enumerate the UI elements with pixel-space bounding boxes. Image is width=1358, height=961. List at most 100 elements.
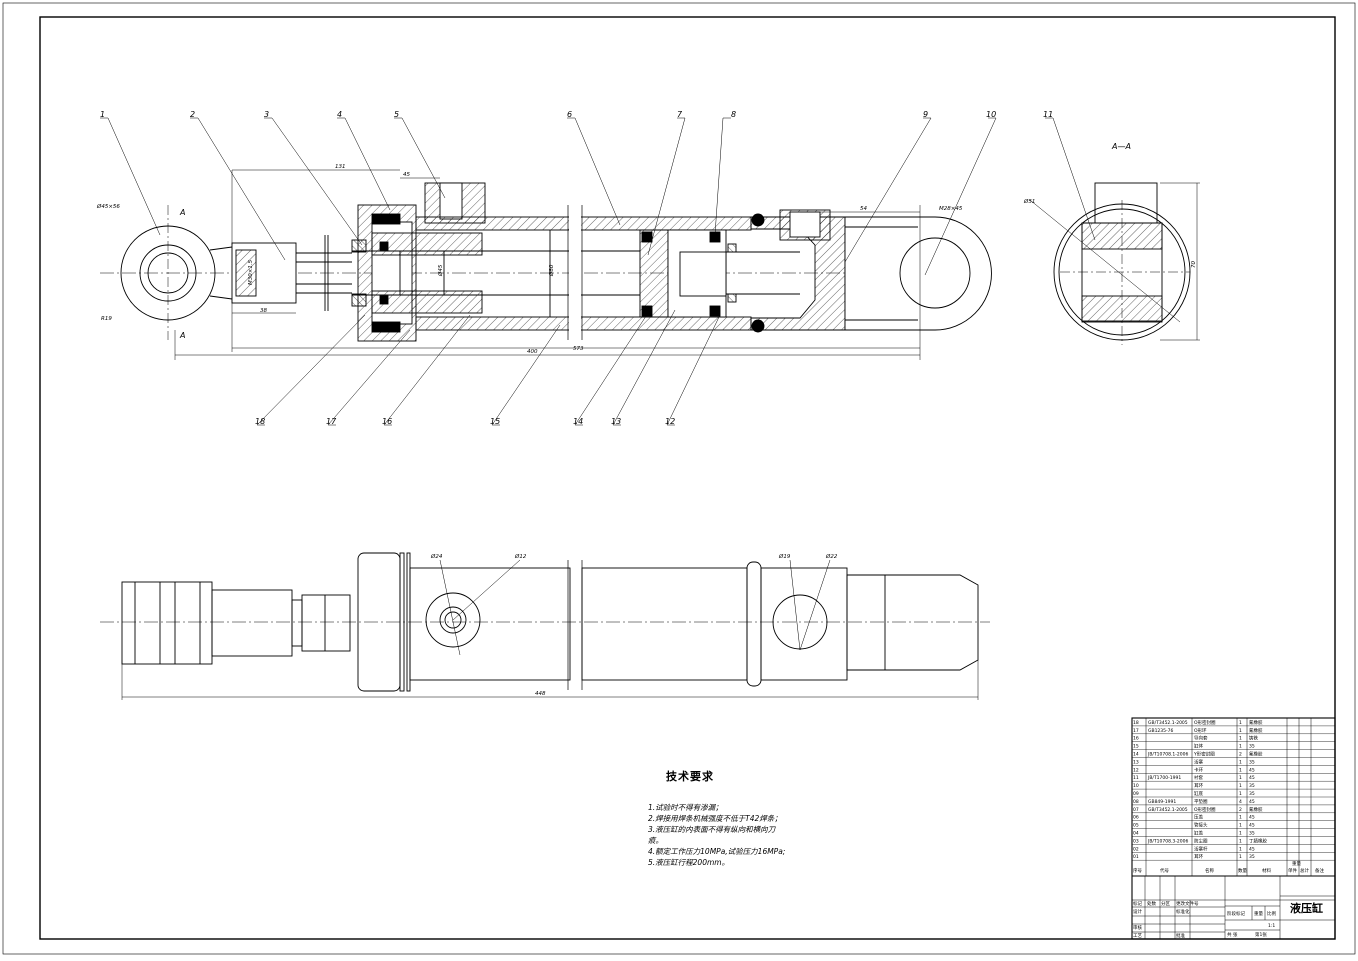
balloon-6: 6 (567, 110, 572, 119)
tb-review: 审核 (1133, 924, 1142, 931)
dim-448: 448 (535, 691, 546, 697)
dim-rod-thread: M30×1.5 (248, 259, 254, 285)
tech-item-1: 1.试验时不得有渗漏； (648, 803, 723, 812)
bom-cell-name: 缸底 (1194, 790, 1203, 797)
dim-38: 38 (260, 308, 267, 314)
main-dimension-texts: Ø45×56 R19 131 45 38 400 573 54 M28×45 Ø… (96, 164, 963, 355)
bom-cell-mat: 35 (1249, 854, 1255, 860)
section-dimensions: Ø51 70 (1023, 198, 1197, 268)
bom-cell-no: 02 (1133, 846, 1139, 852)
bom-cell-qty: 1 (1239, 783, 1242, 789)
tech-item-5: 5.液压缸行程200mm。 (648, 858, 730, 867)
bom-cell-qty: 1 (1239, 791, 1242, 797)
dim-port-22: Ø22 (825, 553, 838, 560)
dim-54: 54 (860, 206, 867, 212)
bom-cell-qty: 1 (1239, 728, 1242, 734)
bom-cell-mat: 丁腈橡胶 (1249, 837, 1267, 844)
bom-cell-no: 05 (1133, 823, 1139, 829)
bom-cell-mat: 45 (1249, 775, 1255, 781)
tb-design: 设计 (1133, 908, 1142, 915)
bom-cell-qty: 1 (1239, 720, 1242, 726)
bom-cell-no: 16 (1133, 736, 1139, 742)
balloon-leaders (100, 117, 1096, 426)
bom-cell-no: 12 (1133, 767, 1139, 773)
title-block (1132, 876, 1335, 939)
main-section-view (100, 182, 992, 342)
bom-cell-qty: 1 (1239, 767, 1242, 773)
bom-cell-no: 06 (1133, 815, 1139, 821)
bom-cell-no: 14 (1133, 752, 1139, 758)
balloon-11: 11 (1043, 110, 1053, 119)
dim-400: 400 (527, 349, 538, 355)
tb-count: 处数 (1147, 900, 1156, 907)
main-dimensions (174, 169, 921, 360)
bom-cell-name: 缸体 (1194, 743, 1203, 750)
bom-cell-mat: 45 (1249, 799, 1255, 805)
bom-cell-qty: 4 (1239, 799, 1242, 805)
balloon-12: 12 (665, 417, 675, 426)
bom-cell-name: 活塞 (1194, 758, 1203, 765)
bom-cell-no: 18 (1133, 720, 1139, 726)
tb-scale: 比例 (1267, 910, 1276, 917)
balloon-3: 3 (264, 110, 269, 119)
bom-cell-name: 管接头 (1194, 822, 1208, 829)
bom-header-name: 名称 (1205, 867, 1214, 874)
bom-table (1131, 717, 1336, 940)
bom-cell-code: GB/T3452.1-2005 (1148, 807, 1188, 813)
section-a-a-view: A—A (1029, 142, 1200, 345)
balloon-2: 2 (190, 110, 195, 119)
section-mark-top: A (179, 208, 185, 217)
bom-cell-name: 防尘圈 (1194, 837, 1208, 844)
bom-cell-name: 耳环 (1194, 783, 1203, 789)
bom-cell-qty: 1 (1239, 823, 1242, 829)
tb-standard: 标准化 (1176, 908, 1190, 915)
tb-scale-value: 1:1 (1268, 923, 1275, 929)
tb-stage: 阶段标记 (1227, 910, 1245, 917)
tb-weight: 重量 (1254, 910, 1263, 917)
bom-cell-code: JB/T1700-1991 (1147, 775, 1181, 781)
balloon-4: 4 (337, 110, 342, 119)
section-title: A—A (1111, 142, 1131, 151)
balloon-10: 10 (986, 110, 996, 119)
balloon-14: 14 (573, 417, 583, 426)
bom-cell-name: O形环 (1194, 727, 1207, 734)
dim-45: 45 (403, 172, 410, 178)
dim-pin-hole: Ø45×56 (96, 203, 120, 210)
balloon-18: 18 (255, 417, 265, 426)
dim-port-24: Ø24 (430, 553, 443, 560)
bom-cell-name: O形密封圈 (1194, 806, 1216, 813)
bom-cell-code: JB/T10708.3-2006 (1147, 838, 1189, 844)
bom-cell-mat: 氟橡胶 (1249, 719, 1263, 726)
bom-header-total: 总计 (1300, 867, 1309, 874)
bom-cell-name: 活塞杆 (1194, 845, 1208, 852)
bom-cell-no: 13 (1133, 759, 1139, 765)
bom-cell-name: Y形密封圈 (1193, 751, 1215, 758)
tb-sheet-no: 第1张 (1255, 931, 1267, 938)
exterior-dimensions: Ø24 Ø12 Ø19 Ø22 448 (430, 553, 838, 697)
bom-header-unit: 单件 (1288, 867, 1297, 874)
bom-cell-mat: 氟橡胶 (1249, 806, 1263, 813)
tb-change-doc: 更改文件号 (1176, 900, 1199, 907)
balloon-16: 16 (382, 417, 392, 426)
bom-cell-mat: 45 (1249, 815, 1255, 821)
dim-573: 573 (573, 346, 584, 352)
bom-cell-qty: 1 (1239, 838, 1242, 844)
balloon-7: 7 (677, 110, 683, 119)
bom-cell-no: 10 (1133, 783, 1139, 789)
bom-cell-mat: 35 (1249, 783, 1255, 789)
bom-cell-qty: 2 (1239, 752, 1242, 758)
bom-cell-qty: 1 (1239, 736, 1242, 742)
bom-cell-name: 卡环 (1194, 766, 1203, 773)
dim-right-thread: M28×45 (939, 206, 963, 212)
bom-cell-mat: 45 (1249, 767, 1255, 773)
bom-cell-no: 08 (1133, 799, 1139, 805)
bom-cell-name: 压盖 (1194, 814, 1203, 821)
dim-bore: Ø80 (548, 264, 555, 277)
bom-cell-mat: 氟橡胶 (1249, 727, 1263, 734)
bom-cell-qty: 1 (1239, 744, 1242, 750)
bom-header-remark: 备注 (1315, 867, 1324, 874)
bom-cell-qty: 1 (1239, 854, 1242, 860)
dim-rod: Ø45 (437, 264, 444, 277)
